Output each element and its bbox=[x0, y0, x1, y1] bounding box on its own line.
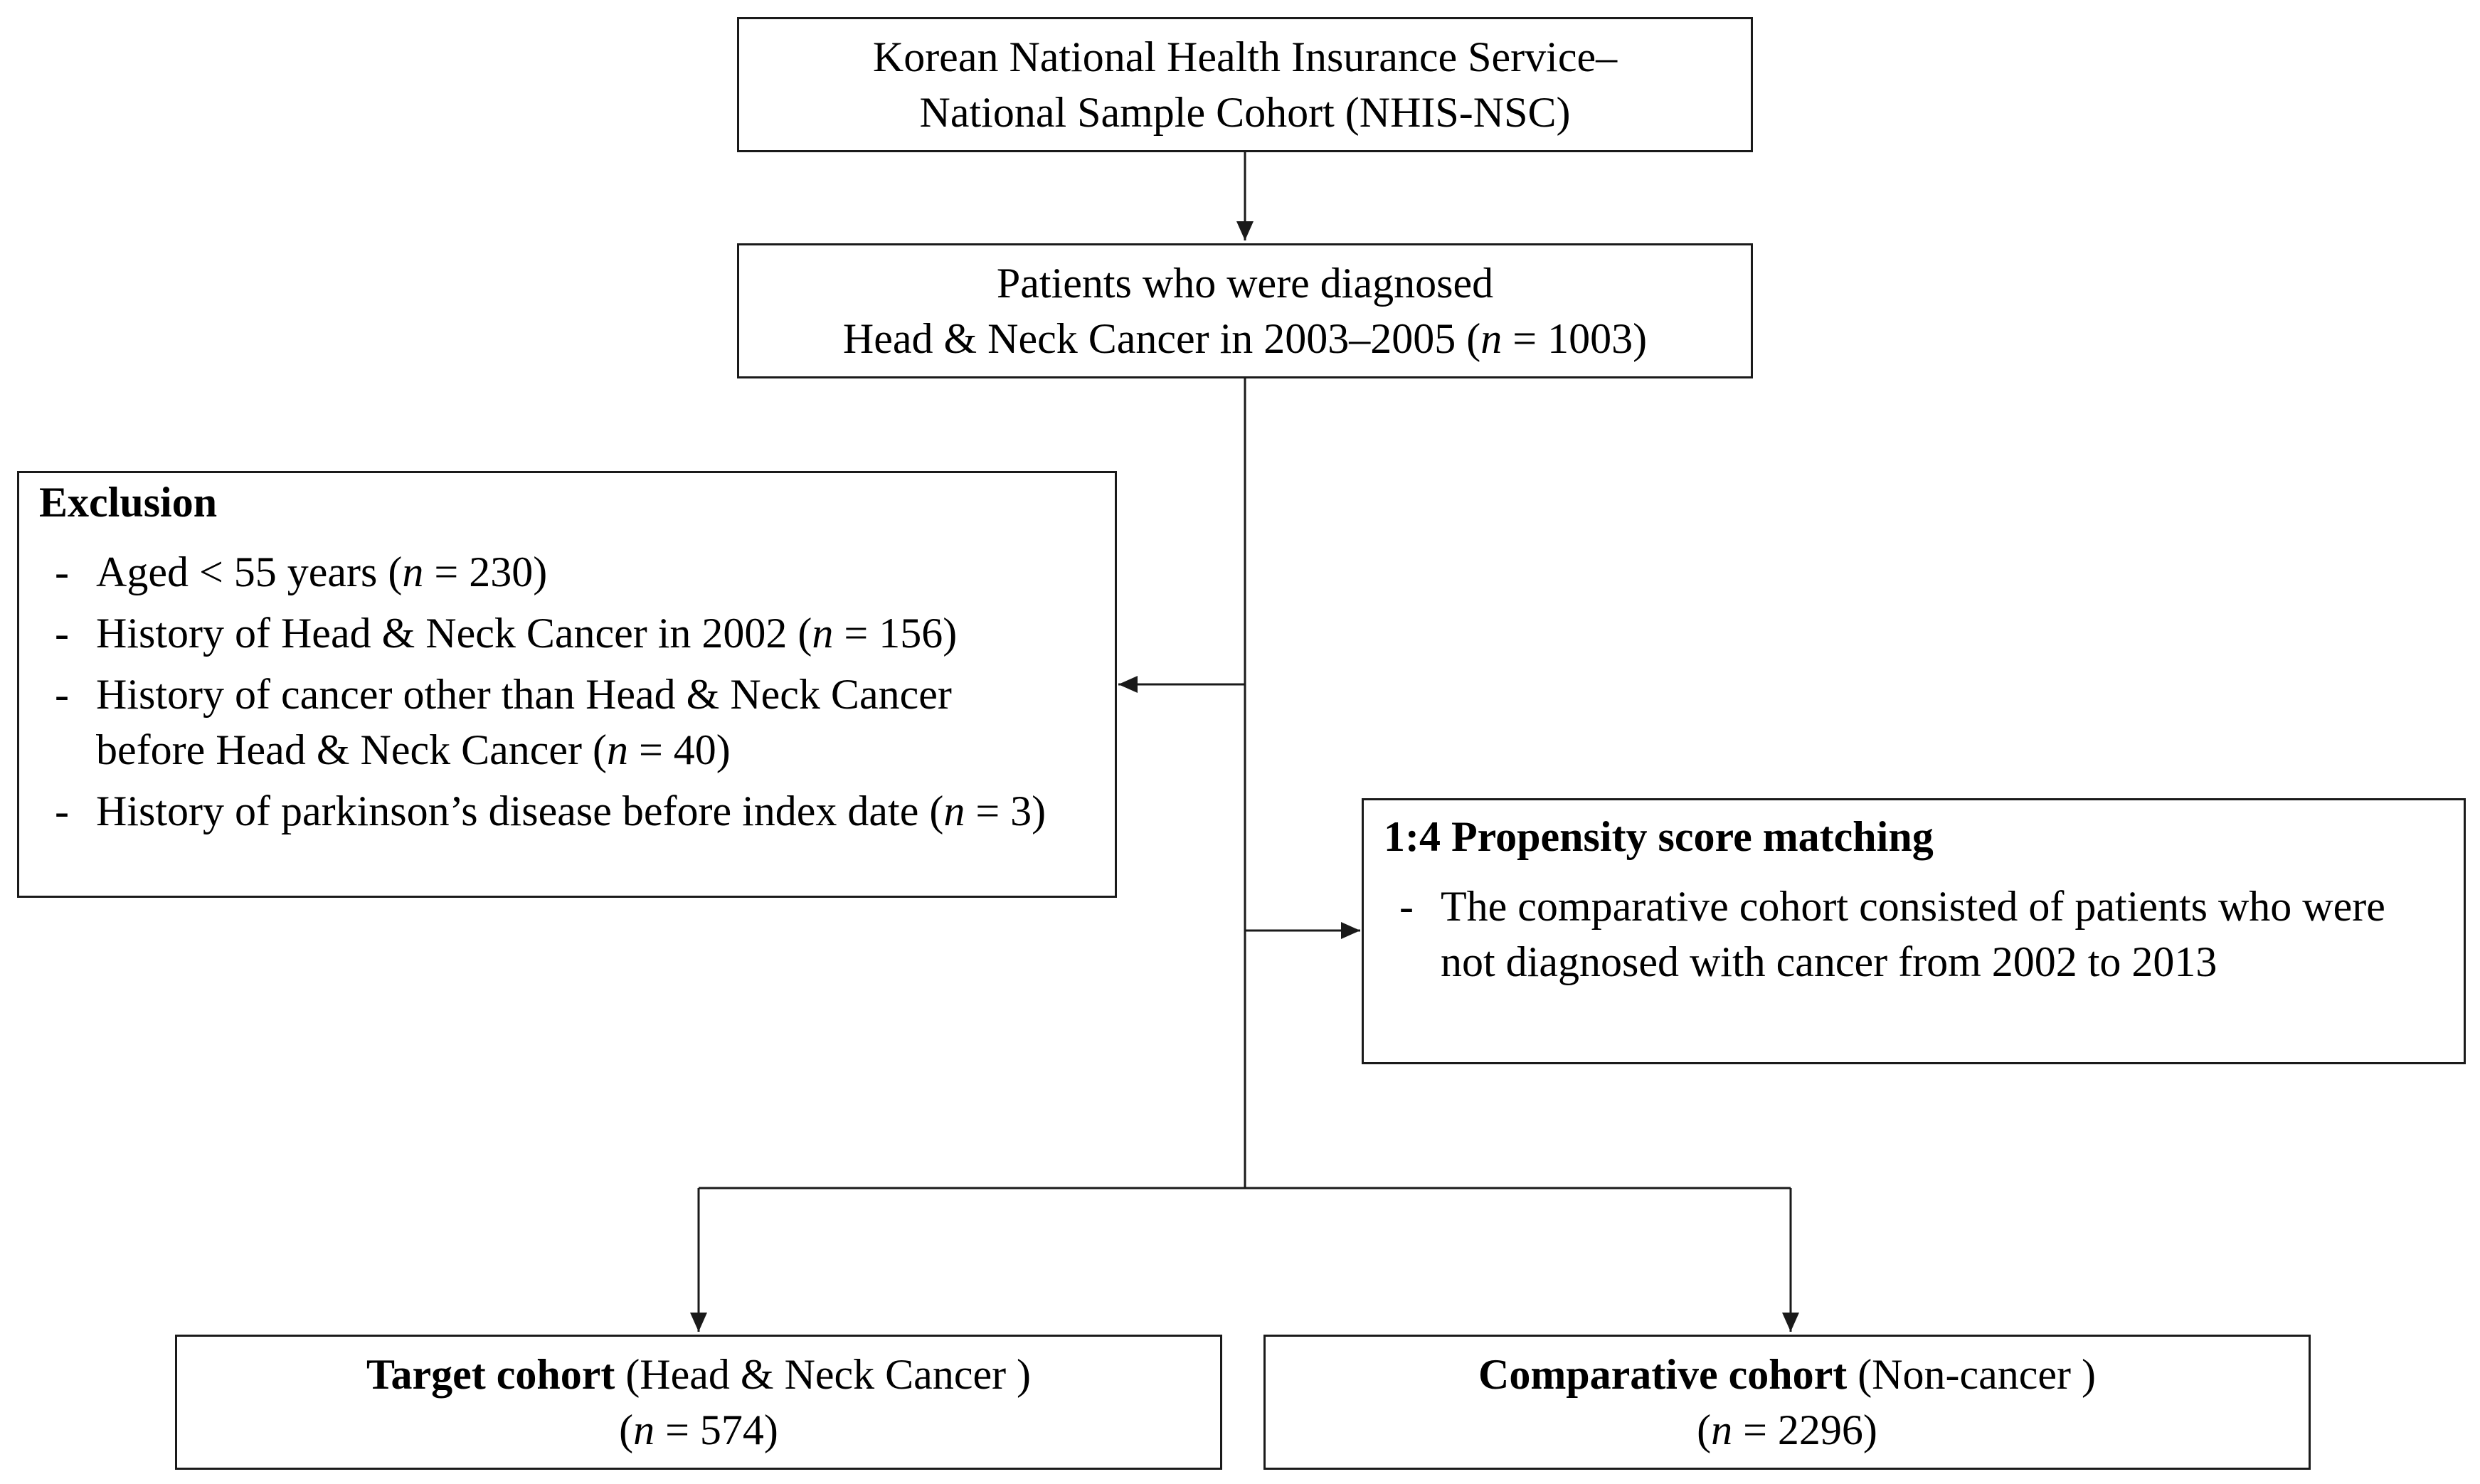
bullet-dash: - bbox=[55, 788, 69, 834]
exclusion-item: - History of parkinson’s disease before … bbox=[39, 783, 1086, 839]
n-symbol: n bbox=[943, 788, 965, 834]
target-cohort-count: (n = 574) bbox=[619, 1402, 778, 1458]
matching-item: - The comparative cohort consisted of pa… bbox=[1384, 879, 2442, 990]
comparative-cohort-count: (n = 2296) bbox=[1697, 1402, 1877, 1458]
exclusion-item: - History of Head & Neck Cancer in 2002 … bbox=[39, 605, 1086, 661]
comparative-cohort-subtitle: (Non-cancer ) bbox=[1847, 1351, 2096, 1398]
source-box: Korean National Health Insurance Service… bbox=[737, 17, 1753, 152]
matching-item-text: The comparative cohort consisted of pati… bbox=[1441, 883, 2385, 985]
target-cohort-label: Target cohort (Head & Neck Cancer ) bbox=[366, 1347, 1031, 1402]
exclusion-item-count: = 230) bbox=[423, 548, 548, 595]
comparative-cohort-label: Comparative cohort (Non-cancer ) bbox=[1478, 1347, 2096, 1402]
paren: ( bbox=[619, 1406, 634, 1453]
bullet-dash: - bbox=[55, 548, 69, 595]
comparative-cohort-title: Comparative cohort bbox=[1478, 1351, 1848, 1398]
exclusion-item-count: = 156) bbox=[833, 610, 958, 657]
exclusion-item-count: = 40) bbox=[627, 726, 731, 773]
n-symbol: n bbox=[606, 726, 628, 773]
bullet-dash: - bbox=[1399, 883, 1414, 930]
exclusion-item: - Aged < 55 years (n = 230) bbox=[39, 544, 1086, 600]
target-cohort-box: Target cohort (Head & Neck Cancer ) (n =… bbox=[175, 1335, 1222, 1470]
target-cohort-subtitle: (Head & Neck Cancer ) bbox=[615, 1351, 1032, 1398]
source-line-2: National Sample Cohort (NHIS-NSC) bbox=[919, 89, 1571, 136]
bullet-dash: - bbox=[55, 671, 69, 718]
diagnosed-text: Head & Neck Cancer in 2003–2005 ( bbox=[842, 315, 1481, 362]
exclusion-item-text: History of Head & Neck Cancer in 2002 ( bbox=[96, 610, 812, 657]
matching-box: 1:4 Propensity score matching - The comp… bbox=[1362, 798, 2466, 1064]
comparative-cohort-n: = 2296) bbox=[1732, 1406, 1877, 1453]
source-line-1: Korean National Health Insurance Service… bbox=[872, 33, 1618, 80]
n-symbol: n bbox=[812, 610, 834, 657]
matching-heading: 1:4 Propensity score matching bbox=[1384, 813, 1934, 860]
target-cohort-n: = 574) bbox=[655, 1406, 778, 1453]
exclusion-list: - Aged < 55 years (n = 230) - History of… bbox=[39, 544, 1086, 839]
diagnosed-line-2: Head & Neck Cancer in 2003–2005 (n = 100… bbox=[843, 311, 1647, 366]
n-symbol: n bbox=[633, 1406, 655, 1453]
diagnosed-line-1: Patients who were diagnosed bbox=[996, 260, 1494, 307]
n-symbol: n bbox=[1711, 1406, 1733, 1453]
exclusion-item-count: = 3) bbox=[965, 788, 1046, 834]
exclusion-item-text: History of cancer other than Head & Neck… bbox=[96, 671, 952, 773]
exclusion-box: Exclusion - Aged < 55 years (n = 230) - … bbox=[17, 471, 1117, 898]
diagnosed-count: = 1003) bbox=[1502, 315, 1648, 362]
n-symbol: n bbox=[402, 548, 424, 595]
exclusion-item: - History of cancer other than Head & Ne… bbox=[39, 667, 1086, 778]
bullet-dash: - bbox=[55, 610, 69, 657]
comparative-cohort-box: Comparative cohort (Non-cancer ) (n = 22… bbox=[1263, 1335, 2311, 1470]
matching-list: - The comparative cohort consisted of pa… bbox=[1384, 879, 2442, 990]
target-cohort-title: Target cohort bbox=[366, 1351, 615, 1398]
exclusion-item-text: History of parkinson’s disease before in… bbox=[96, 788, 944, 834]
exclusion-item-text: Aged < 55 years ( bbox=[96, 548, 403, 595]
paren: ( bbox=[1697, 1406, 1712, 1453]
n-symbol: n bbox=[1480, 315, 1503, 362]
diagnosed-box: Patients who were diagnosed Head & Neck … bbox=[737, 243, 1753, 378]
exclusion-heading: Exclusion bbox=[39, 479, 218, 526]
